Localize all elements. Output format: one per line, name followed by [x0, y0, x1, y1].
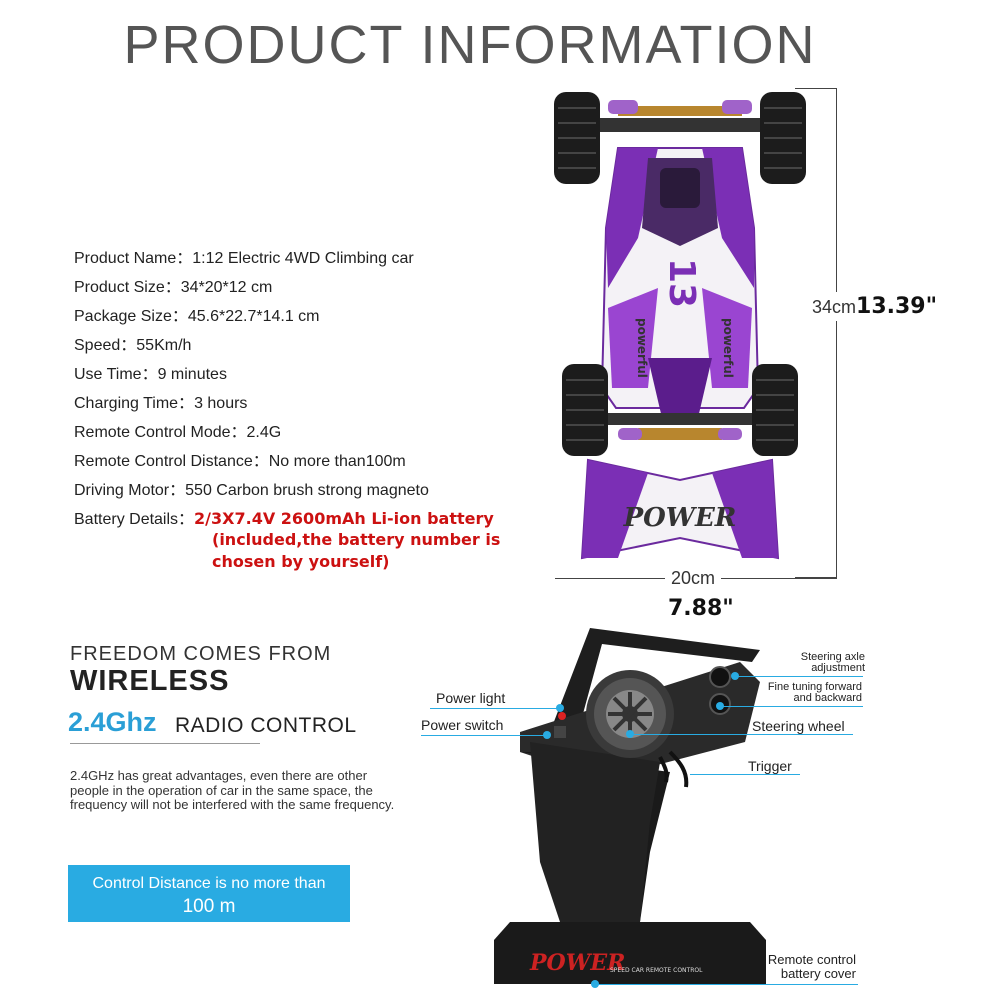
car-number: 13 [661, 258, 702, 308]
label-line: adjustment [811, 662, 865, 674]
callout-line [720, 706, 863, 707]
car-side-text: powerful [635, 318, 649, 378]
callout-dot [543, 731, 551, 739]
width-cm: 20cm [665, 568, 722, 589]
callout-line [735, 676, 863, 677]
dimension-tick [795, 577, 837, 578]
battery-note-line: (included,the battery number is [212, 530, 501, 549]
wing-brand: POWER [623, 503, 737, 533]
car-side-text: powerful [721, 318, 735, 378]
spec-list: Product Name：1:12 Electric 4WD Climbing … [74, 244, 494, 534]
spec-value: No more than100m [268, 453, 406, 470]
callout-line [430, 708, 560, 709]
radio-control-label: RADIO CONTROL [175, 714, 357, 737]
spec-label: Battery Details： [74, 511, 195, 528]
spec-value: 3 hours [194, 395, 248, 412]
label-line: Remote control [767, 952, 856, 967]
callout-line [421, 735, 547, 736]
callout-dot [591, 980, 599, 988]
controller-brand: POWER [529, 950, 625, 976]
controller-subtitle: SPEED CAR REMOTE CONTROL [610, 967, 703, 974]
spec-value: 34*20*12 cm [180, 279, 273, 296]
page-title: PRODUCT INFORMATION [123, 15, 817, 75]
spec-label: Package Size： [74, 308, 188, 325]
spec-row: Charging Time：3 hours [74, 389, 494, 418]
callout-dot [731, 672, 739, 680]
spec-row: Remote Control Distance：No more than100m [74, 447, 494, 476]
spec-label: Remote Control Distance： [74, 453, 269, 470]
freedom-heading: FREEDOM COMES FROM [70, 643, 332, 665]
spec-value: 9 minutes [157, 366, 227, 383]
battery-note-line: chosen by yourself) [212, 552, 390, 571]
dimension-tick [795, 88, 837, 89]
spec-row: Package Size：45.6*22.7*14.1 cm [74, 302, 494, 331]
spec-value: 2.4G [246, 424, 282, 441]
height-label: 34cm13.39" [812, 292, 938, 321]
label-line: Steering axle [800, 651, 865, 663]
remote-controller-image: POWER SPEED CAR REMOTE CONTROL [494, 628, 766, 984]
spec-row-battery: Battery Details：2/3X7.4V 2600mAh Li-ion … [74, 505, 494, 534]
spec-row: Remote Control Mode：2.4G [74, 418, 494, 447]
spec-label: Product Name： [74, 250, 193, 267]
power-light-label: Power light [436, 690, 506, 706]
spec-row: Speed：55Km/h [74, 331, 494, 360]
height-dimension-line [836, 88, 837, 578]
divider [70, 743, 260, 744]
spec-label: Charging Time： [74, 395, 195, 412]
label-line: and backward [793, 692, 863, 704]
control-distance-value: 100 m [182, 896, 236, 917]
spec-value: 1:12 Electric 4WD Climbing car [192, 250, 414, 267]
callout-dot [626, 730, 634, 738]
spec-label: Remote Control Mode： [74, 424, 247, 441]
spec-row: Product Name：1:12 Electric 4WD Climbing … [74, 244, 494, 273]
steering-axle-label: Steering axle adjustment [795, 652, 865, 674]
trigger-label: Trigger [748, 758, 792, 774]
battery-note: (included,the battery number is chosen b… [212, 529, 500, 573]
height-inch: 13.39" [856, 294, 938, 319]
battery-cover-label: Remote control battery cover [752, 953, 856, 981]
callout-dot [556, 704, 564, 712]
fine-tuning-label: Fine tuning forward and backward [752, 682, 862, 704]
spec-value: 45.6*22.7*14.1 cm [187, 308, 320, 325]
width-inch: 7.88" [668, 596, 734, 621]
callout-dot [716, 702, 724, 710]
ghz-label: 2.4Ghz [68, 707, 157, 737]
control-distance-box: Control Distance is no more than 100 m [68, 865, 350, 922]
spec-row: Product Size：34*20*12 cm [74, 273, 494, 302]
wireless-description: 2.4GHz has great advantages, even there … [70, 768, 395, 812]
spec-value: 55Km/h [136, 337, 192, 354]
control-distance-text: Control Distance is no more than [92, 875, 326, 892]
spec-label: Use Time： [74, 366, 158, 383]
spec-label: Driving Motor： [74, 482, 186, 499]
label-line: Fine tuning forward [767, 681, 862, 693]
wireless-heading: WIRELESS [70, 665, 230, 697]
spec-label: Speed： [74, 337, 137, 354]
callout-line [630, 734, 853, 735]
power-switch-label: Power switch [421, 717, 504, 733]
battery-value: 2/3X7.4V 2600mAh Li-ion battery [194, 509, 494, 528]
height-cm: 34cm [812, 297, 857, 317]
callout-line [690, 774, 800, 775]
spec-label: Product Size： [74, 279, 181, 296]
rc-car-image: 13 powerful powerful POWER [554, 92, 806, 560]
steering-wheel-label: Steering wheel [752, 718, 845, 734]
spec-row: Use Time：9 minutes [74, 360, 494, 389]
spec-value: 550 Carbon brush strong magneto [185, 482, 429, 499]
spec-row: Driving Motor：550 Carbon brush strong ma… [74, 476, 494, 505]
label-line: battery cover [780, 966, 856, 981]
callout-line [595, 984, 858, 985]
